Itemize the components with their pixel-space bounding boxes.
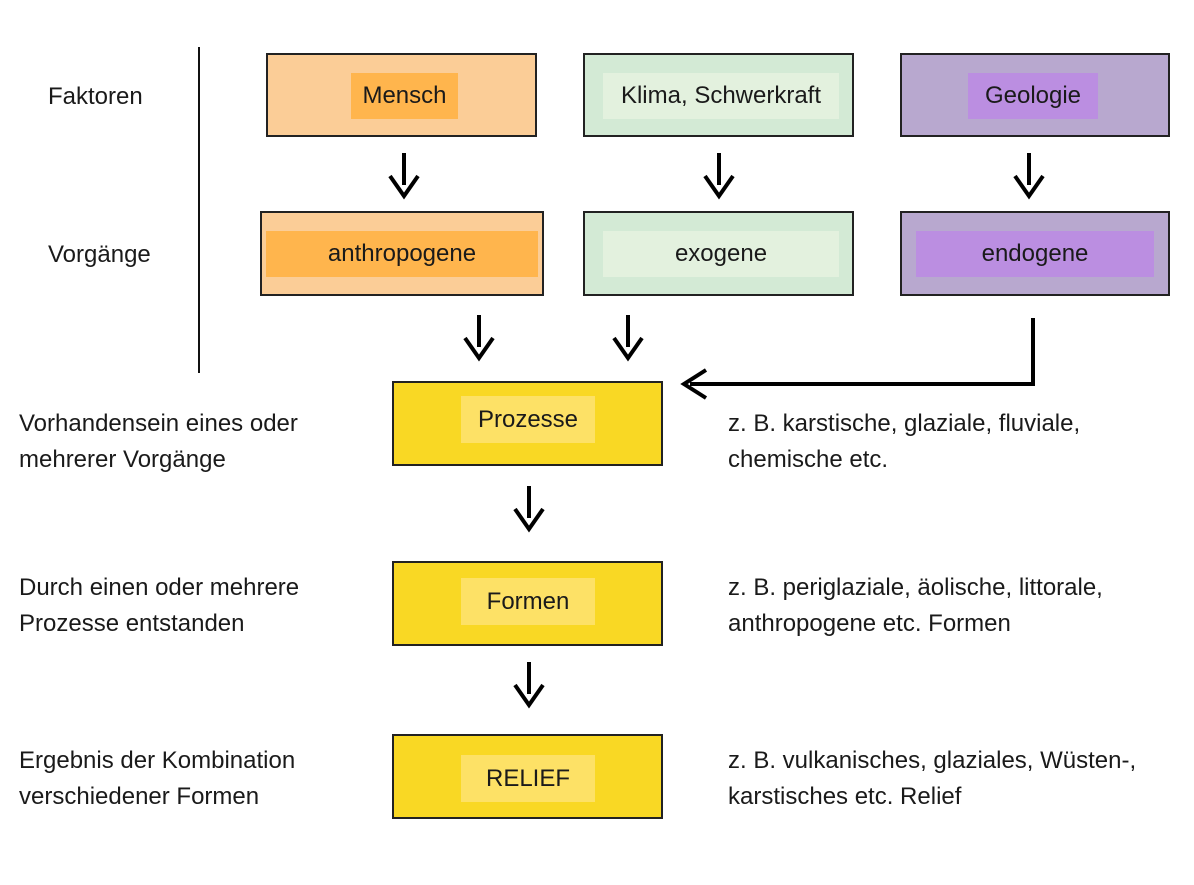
chain-desc-prozesse-line-2: mehrerer Vorgänge [19,446,226,473]
chain-box-relief: RELIEF [392,734,663,819]
arrow-endogene-to-prozesse [680,318,1035,400]
row-label-divider [198,47,200,373]
process-kind-box-exogene: exogene [583,211,854,296]
row-label-vorgaenge: Vorgänge [48,241,151,268]
chain-label-relief: RELIEF [461,755,595,802]
chain-example-relief: z. B. vulkanisches, glaziales, Wüsten-, … [728,743,1136,815]
chain-example-prozesse-line-1: z. B. karstische, glaziale, fluviale, [728,410,1081,437]
chain-desc-formen-line-2: Prozesse entstanden [19,610,245,637]
factor-label-klima: Klima, Schwerkraft [603,73,839,119]
row-label-faktoren: Faktoren [48,83,143,110]
process-kind-box-anthropogene: anthropogene [260,211,544,296]
process-kind-box-endogene: endogene [900,211,1170,296]
chain-box-prozesse: Prozesse [392,381,663,466]
chain-example-formen-line-1: z. B. periglaziale, äolische, littorale, [728,574,1103,601]
chain-example-relief-line-1: z. B. vulkanisches, glaziales, Wüsten-, [728,747,1137,774]
chain-desc-formen-line-1: Durch einen oder mehrere [19,574,300,601]
arrow-geologie-to-endogene [1013,153,1045,200]
process-kind-label-endogene: endogene [916,231,1154,277]
chain-desc-prozesse: Vorhandensein eines oder mehrerer Vorgän… [19,406,298,478]
arrow-mensch-to-anthropogene [388,153,420,200]
arrow-anthropogene-to-prozesse [463,315,495,362]
chain-desc-formen: Durch einen oder mehrere Prozesse entsta… [19,570,299,642]
chain-example-prozesse: z. B. karstische, glaziale, fluviale, ch… [728,406,1080,478]
factor-box-mensch: Mensch [266,53,537,137]
factor-box-klima: Klima, Schwerkraft [583,53,854,137]
process-kind-label-exogene: exogene [603,231,839,277]
chain-desc-relief-line-2: verschiedener Formen [19,783,260,810]
chain-desc-relief-line-1: Ergebnis der Kombination [19,747,296,774]
process-kind-label-anthropogene: anthropogene [266,231,538,277]
chain-label-prozesse: Prozesse [461,396,595,443]
factor-label-mensch: Mensch [351,73,458,119]
arrow-klima-to-exogene [703,153,735,200]
chain-example-formen: z. B. periglaziale, äolische, littorale,… [728,570,1103,642]
factor-box-geologie: Geologie [900,53,1170,137]
factor-label-geologie: Geologie [968,73,1098,119]
arrow-formen-to-relief [513,662,545,709]
chain-example-relief-line-2: karstisches etc. Relief [728,783,962,810]
chain-box-formen: Formen [392,561,663,646]
chain-desc-prozesse-line-1: Vorhandensein eines oder [19,410,298,437]
chain-example-formen-line-2: anthropogene etc. Formen [728,610,1011,637]
arrow-exogene-to-prozesse [612,315,644,362]
arrow-prozesse-to-formen [513,486,545,533]
chain-desc-relief: Ergebnis der Kombination verschiedener F… [19,743,295,815]
chain-label-formen: Formen [461,578,595,625]
chain-example-prozesse-line-2: chemische etc. [728,446,889,473]
